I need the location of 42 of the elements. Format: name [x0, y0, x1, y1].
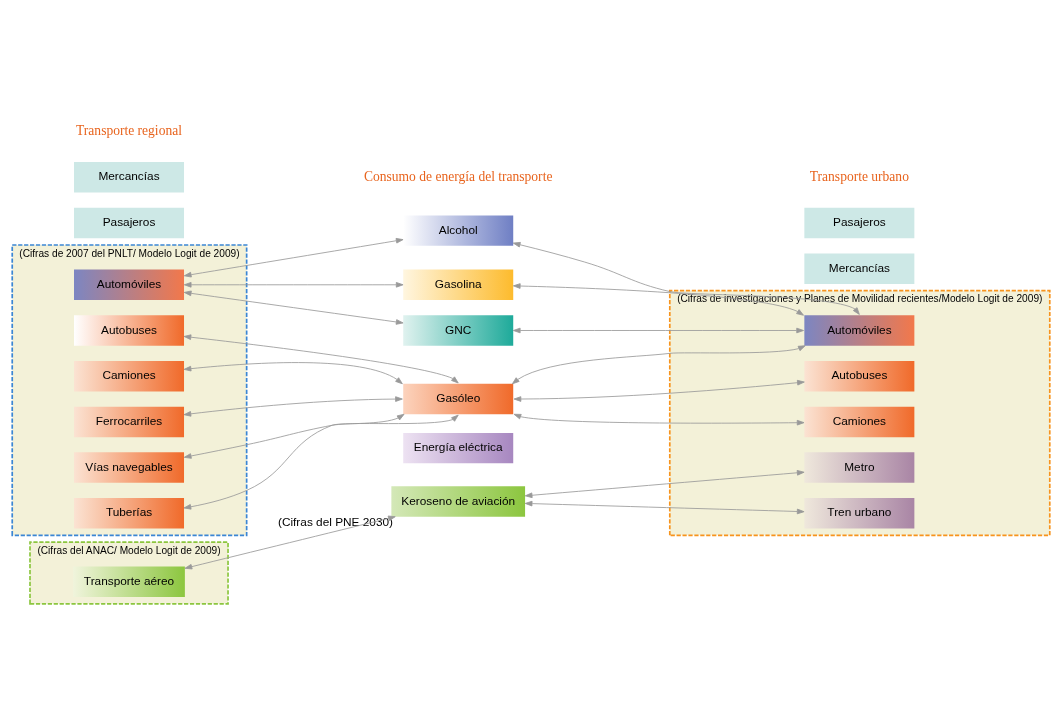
node-box: Automóviles	[804, 314, 915, 346]
arrow	[183, 237, 404, 277]
node-box: Metro	[804, 451, 915, 483]
node-box: Camiones	[74, 360, 184, 391]
arrow	[184, 515, 396, 569]
node-box: Tuberías	[74, 497, 184, 529]
node-box: Keroseno de aviación	[391, 485, 526, 517]
arrow	[183, 414, 459, 510]
arrow	[183, 395, 403, 417]
arrow	[512, 282, 804, 316]
node-box: Ferrocarriles	[74, 406, 184, 437]
arrow	[524, 500, 805, 514]
node-box: Vías navegables	[74, 451, 184, 483]
node-box: Gasolina	[403, 269, 514, 300]
label: Consumo de energía del transporte	[364, 168, 553, 184]
node-box: Gasóleo	[403, 383, 514, 414]
node-label: (Cifras del PNE 2030)	[277, 514, 394, 529]
node-box: GNC	[403, 314, 514, 346]
label: Transporte urbano	[809, 168, 909, 184]
node-box: Automóviles	[74, 269, 184, 300]
arrow	[513, 413, 805, 425]
arrow	[524, 469, 805, 498]
node-box: Transporte aéreo	[73, 566, 185, 597]
arrow	[183, 413, 405, 459]
arrow	[511, 344, 806, 384]
arrow	[183, 333, 459, 383]
node-box: Tren urbano	[804, 497, 915, 529]
arrow	[183, 361, 403, 384]
node-box: Autobuses	[74, 314, 184, 346]
arrow	[513, 379, 805, 402]
node-box: Camiones	[804, 406, 915, 437]
node-box: Autobuses	[804, 360, 915, 391]
node-box: Energía eléctrica	[403, 432, 514, 463]
node-box: Mercancías	[804, 253, 915, 284]
arrow	[512, 241, 860, 315]
node-box: Pasajeros	[74, 207, 184, 238]
node-box: Pasajeros	[804, 207, 915, 238]
arrow	[183, 281, 404, 288]
label: Transporte regional	[76, 122, 182, 138]
arrow	[512, 327, 804, 333]
node-box: Mercancías	[74, 161, 184, 193]
arrow	[183, 290, 404, 325]
